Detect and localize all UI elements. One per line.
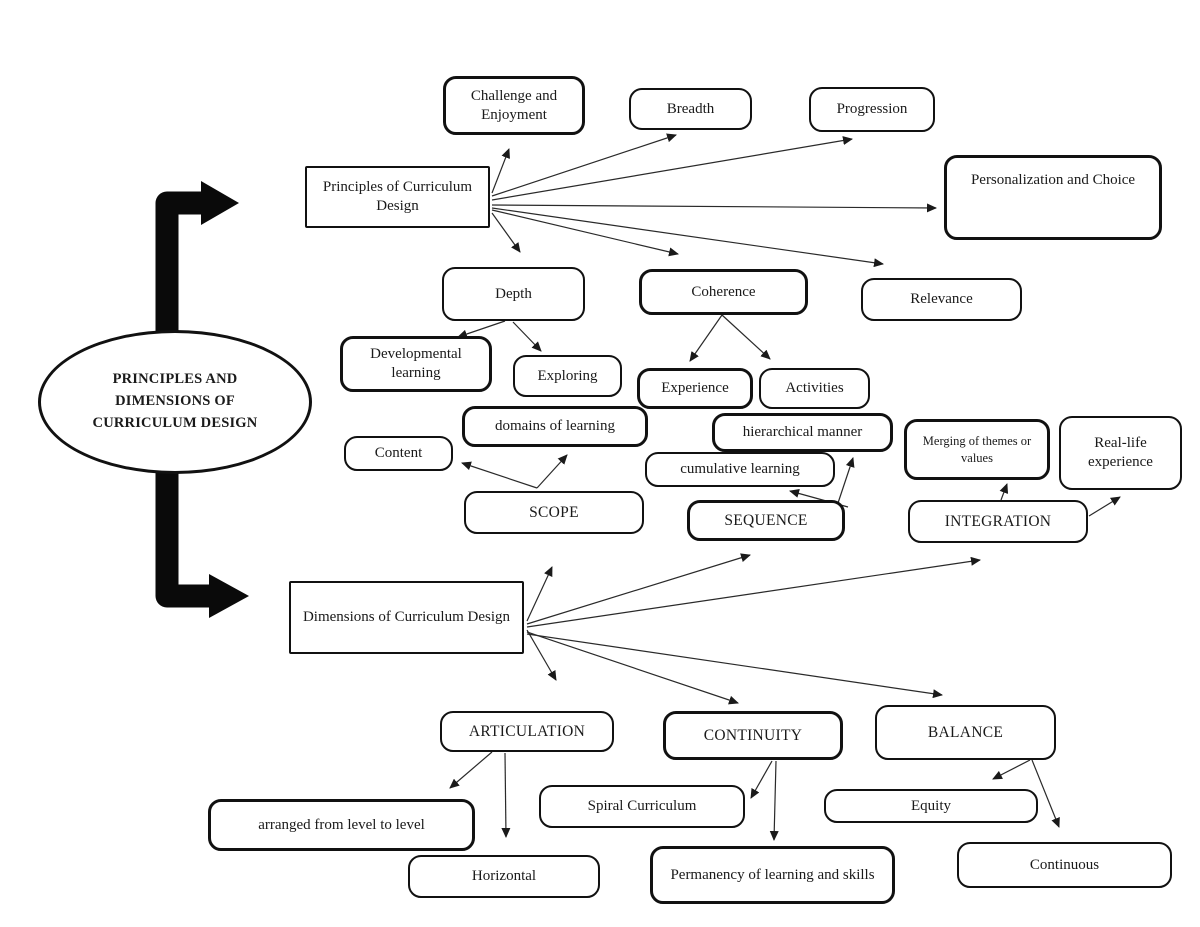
node-exploring: Exploring [513,355,622,397]
node-label: Personalization and Choice [970,172,1136,188]
node-label: Real-life experience [1088,435,1153,470]
node-label: INTEGRATION [944,512,1052,530]
node-relevance: Relevance [861,278,1022,321]
node-label: ARTICULATION [468,722,586,740]
node-label: Dimensions of Curriculum Design [302,609,511,626]
node-hierarchical-manner: hierarchical manner [712,413,893,452]
node-continuous: Continuous [957,842,1172,888]
node-label: Coherence [691,283,756,300]
node-scope: SCOPE [464,491,644,534]
node-label: Continuous [1029,856,1100,873]
node-personalization-and-choice: Personalization and Choice [944,155,1162,240]
node-label: Spiral Curriculum [587,798,697,815]
node-label: Content [374,445,423,462]
node-label: CONTINUITY [703,726,803,744]
node-coherence: Coherence [639,269,808,315]
node-sequence: SEQUENCE [687,500,845,541]
node-cumulative-learning: cumulative learning [645,452,835,487]
node-label: Merging of themes or values [922,434,1032,465]
node-continuity: CONTINUITY [663,711,843,760]
node-main-title: PRINCIPLES AND DIMENSIONS OF CURRICULUM … [38,330,312,474]
node-label: Breadth [666,100,715,117]
node-label: Permanency of learning and skills [670,866,875,883]
node-balance: BALANCE [875,705,1056,760]
node-arranged-from-level-to-level: arranged from level to level [208,799,475,851]
node-label: SCOPE [529,503,579,521]
node-spiral-curriculum: Spiral Curriculum [539,785,745,828]
node-label: arranged from level to level [258,816,425,833]
node-label: Exploring [537,367,598,384]
node-articulation: ARTICULATION [440,711,614,752]
node-label: Depth [495,285,532,302]
node-domains-of-learning: domains of learning [462,406,648,447]
node-breadth: Breadth [629,88,752,130]
node-label: Principles of Curriculum Design [322,179,473,214]
node-challenge-and-enjoyment: Challenge and Enjoyment [443,76,585,135]
node-label: hierarchical manner [742,424,863,441]
node-developmental-learning: Developmental learning [340,336,492,392]
node-activities: Activities [759,368,870,409]
node-label: Experience [661,380,729,397]
node-merging-of-themes-or-values: Merging of themes or values [904,419,1050,480]
node-label: Activities [785,380,844,397]
node-permanency-of-learning-and-skills: Permanency of learning and skills [650,846,895,904]
node-label: domains of learning [495,418,615,435]
node-label: SEQUENCE [724,511,808,529]
node-label: Relevance [910,291,973,308]
node-label: Horizontal [471,868,537,885]
node-dimensions: Dimensions of Curriculum Design [289,581,524,654]
node-content: Content [344,436,453,471]
node-label: BALANCE [927,723,1004,741]
node-label: Progression [836,101,908,118]
node-horizontal: Horizontal [408,855,600,898]
node-label: Developmental learning [370,346,462,381]
node-experience: Experience [637,368,753,409]
node-label: Challenge and Enjoyment [470,87,558,123]
node-principles: Principles of Curriculum Design [305,166,490,228]
node-progression: Progression [809,87,935,132]
node-real-life-experience: Real-life experience [1059,416,1182,490]
node-label: Equity [911,797,951,814]
node-depth: Depth [442,267,585,321]
node-label: cumulative learning [680,461,800,478]
node-equity: Equity [824,789,1038,823]
main-title-label: PRINCIPLES AND DIMENSIONS OF CURRICULUM … [92,371,258,431]
node-integration: INTEGRATION [908,500,1088,543]
